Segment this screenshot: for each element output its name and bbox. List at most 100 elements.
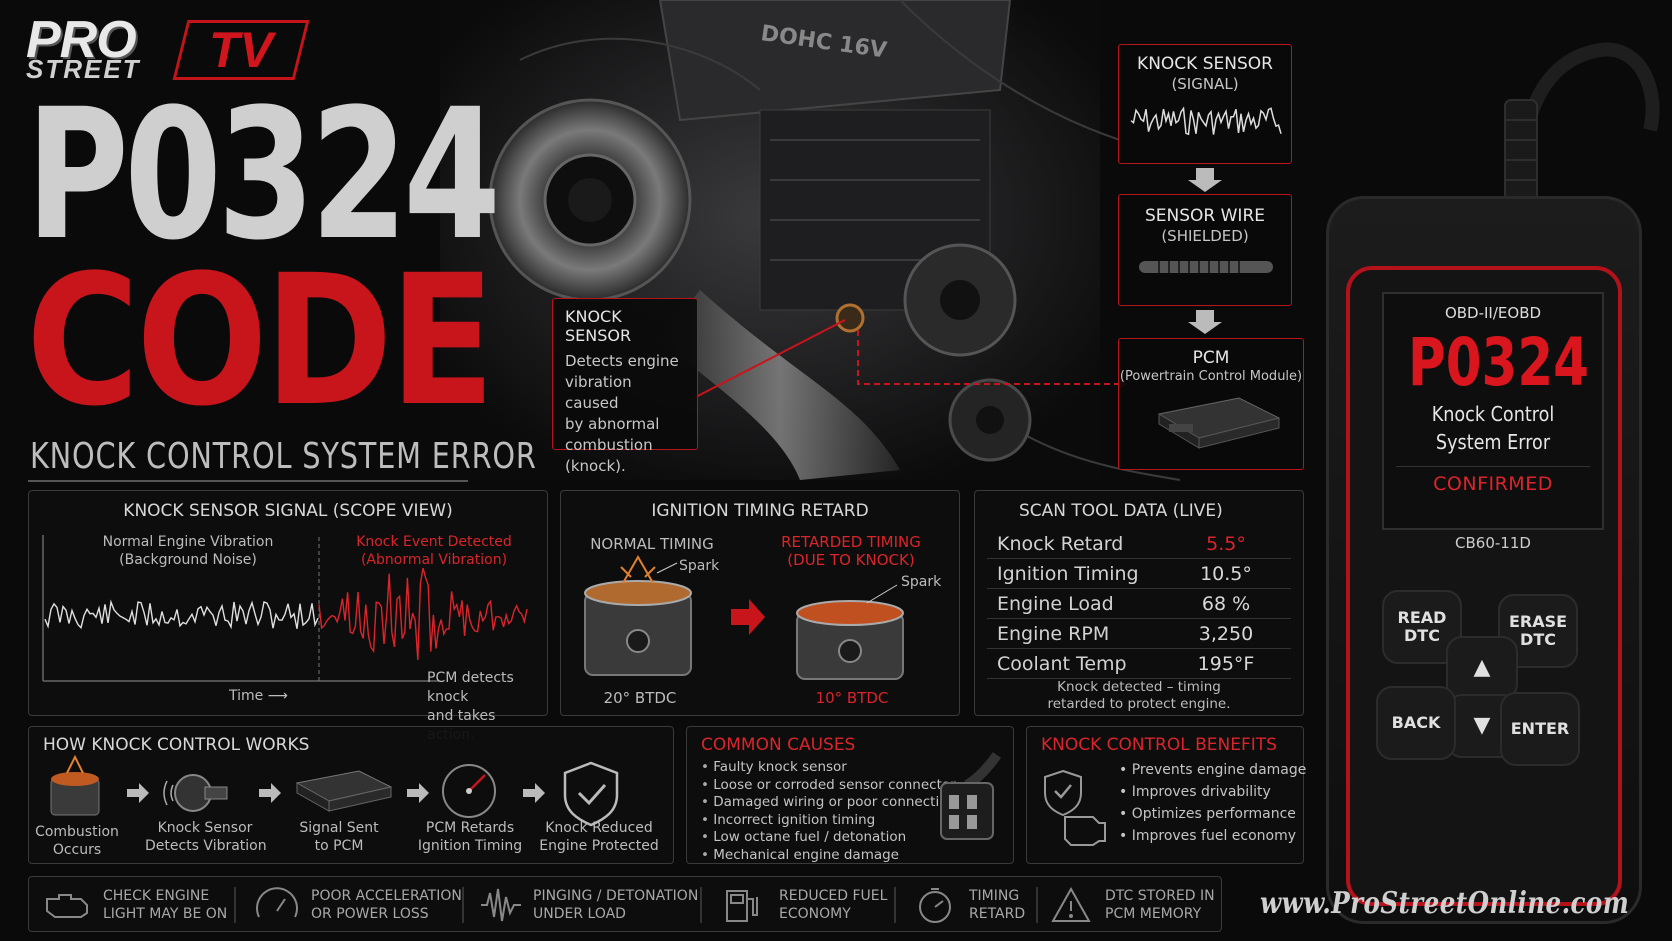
how-step-l2: Engine Protected — [539, 838, 659, 854]
symptom-l2: ECONOMY — [779, 906, 851, 922]
symptom-l1: CHECK ENGINE — [103, 888, 210, 904]
cause-item: Faulty knock sensor — [701, 759, 956, 777]
knock-sensor-callout-line: Detects engine — [565, 352, 679, 370]
scan-data-title: SCAN TOOL DATA (LIVE) — [1019, 501, 1223, 521]
pcm-small-icon — [295, 770, 393, 812]
timing-normal-degrees: 20° BTDC — [603, 689, 677, 707]
scope-knock-l1: Knock Event Detected — [356, 534, 512, 550]
knock-sensor-icon — [163, 774, 228, 812]
scan-row-value: 68 % — [1201, 592, 1251, 615]
benefit-item: Improves drivability — [1119, 781, 1306, 803]
shield-check-icon — [563, 761, 619, 827]
cause-item: Mechanical engine damage — [701, 847, 956, 865]
how-step-l2: to PCM — [314, 838, 364, 854]
timing-normal-label: NORMAL TIMING — [590, 535, 714, 553]
symptom-icons — [46, 886, 1091, 923]
timer-icon — [919, 888, 951, 923]
shielded-wire-icon — [1139, 261, 1273, 273]
benefits-title: KNOCK CONTROL BENEFITS — [1041, 735, 1277, 755]
scope-knock-l2: (Abnormal Vibration) — [360, 552, 508, 568]
scan-note-l2: retarded to protect engine. — [1047, 696, 1231, 712]
timing-panel: IGNITION TIMING RETARD NORMAL TIMING RET… — [560, 490, 960, 716]
up-arrow-icon: ▲ — [1473, 655, 1491, 680]
scan-row-value: 3,250 — [1198, 622, 1254, 645]
timing-retarded-degrees: 10° BTDC — [815, 689, 889, 707]
symptom-l2: UNDER LOAD — [533, 906, 626, 922]
timing-title: IGNITION TIMING RETARD — [651, 501, 869, 521]
combustion-icon — [50, 754, 100, 816]
symptom-l1: TIMING — [969, 888, 1020, 904]
how-step-l2: Detects Vibration — [145, 838, 267, 854]
gauge-icon — [256, 887, 298, 918]
subtitle-divider — [28, 480, 468, 482]
scan-row-key: Coolant Temp — [997, 652, 1127, 675]
knock-sensor-callout-line: vibration caused — [565, 373, 632, 412]
connector-plug-icon — [940, 752, 1002, 840]
headline-code: P0324 — [26, 71, 501, 280]
scan-row-key: Ignition Timing — [997, 562, 1139, 585]
engine-shield-icon — [1044, 769, 1106, 846]
signal-callout-title: KNOCK SENSOR — [1137, 54, 1273, 74]
signal-callout: KNOCK SENSOR (SIGNAL) — [1118, 44, 1292, 164]
up-button[interactable]: ▲ — [1446, 636, 1518, 700]
how-title: HOW KNOCK CONTROL WORKS — [43, 735, 310, 755]
scope-normal-l2: (Background Noise) — [119, 552, 257, 568]
timing-retarded-l2: (DUE TO KNOCK) — [787, 551, 915, 569]
scanner-status: CONFIRMED — [1433, 473, 1553, 495]
erase-dtc-l2: DTC — [1520, 630, 1556, 649]
piston-illustration — [584, 554, 904, 680]
how-step-l1: Knock Sensor — [157, 820, 253, 836]
pcm-module-icon — [1157, 397, 1281, 449]
wire-callout-title: SENSOR WIRE — [1144, 206, 1265, 226]
scan-row-key: Knock Retard — [997, 532, 1124, 555]
scope-knock-label: Knock Event Detected (Abnormal Vibration) — [329, 533, 539, 569]
cause-item: Damaged wiring or poor connection — [701, 794, 956, 812]
knock-sensor-callout-line: (knock). — [565, 457, 626, 475]
symptom-l1: POOR ACCELERATION — [311, 888, 462, 904]
fuel-pump-icon — [726, 890, 758, 922]
how-step-l1: Signal Sent — [299, 820, 379, 836]
scanner-header: OBD-II/EOBD — [1444, 304, 1542, 322]
read-dtc-l2: DTC — [1404, 626, 1440, 645]
scope-note-l1: PCM detects knock — [427, 670, 514, 705]
how-step-l1: Combustion — [35, 824, 119, 840]
wire-callout: SENSOR WIRE (SHIELDED) — [1118, 194, 1292, 306]
scope-normal-label: Normal Engine Vibration(Background Noise… — [73, 533, 303, 569]
benefits-list: Prevents engine damage Improves drivabil… — [1119, 759, 1307, 847]
enter-button[interactable]: ENTER — [1500, 692, 1580, 766]
scan-row: Ignition Timing 10.5° — [987, 559, 1291, 589]
causes-panel: COMMON CAUSES Faulty knock sensor Loose … — [686, 726, 1014, 864]
back-label: BACK — [1391, 713, 1441, 732]
read-dtc-l1: READ — [1397, 608, 1447, 627]
headline-word: CODE — [26, 237, 495, 446]
pcm-callout-title: PCM — [1192, 348, 1230, 368]
wire-callout-sub: (SHIELDED) — [1161, 227, 1249, 245]
benefit-item: Optimizes performance — [1119, 803, 1306, 825]
website-url[interactable]: www.ProStreetOnline.com — [1260, 886, 1630, 921]
benefit-item: Prevents engine damage — [1119, 759, 1307, 781]
how-step-label: Signal Sent to PCM — [291, 819, 387, 855]
scan-row-value: 10.5° — [1200, 562, 1252, 585]
timing-spark-label-retarded: Spark — [901, 574, 942, 590]
timing-retarded-label: RETARDED TIMING(DUE TO KNOCK) — [761, 533, 941, 569]
down-arrow-icon: ▼ — [1473, 713, 1491, 738]
pcm-callout: PCM (Powertrain Control Module) — [1118, 338, 1304, 470]
how-step-l2: Ignition Timing — [417, 838, 523, 854]
back-button[interactable]: BACK — [1376, 686, 1456, 760]
timing-retarded-l1: RETARDED TIMING — [781, 533, 921, 551]
